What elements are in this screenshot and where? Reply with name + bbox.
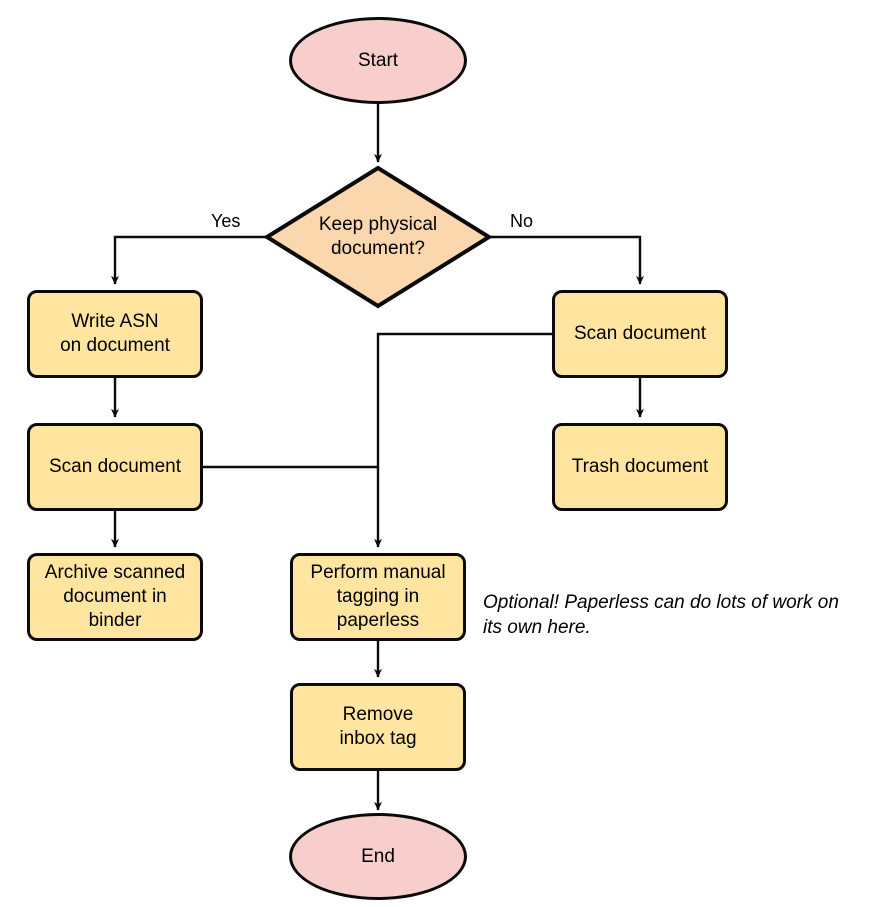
edge-label-yes: Yes bbox=[211, 211, 241, 231]
node-end-label: End bbox=[361, 845, 395, 867]
node-start-label: Start bbox=[357, 49, 399, 71]
edge-decision-yes-to-write-asn bbox=[111, 235, 267, 285]
edge-decision-no-to-scan-right bbox=[489, 235, 644, 285]
node-write-asn[interactable]: Write ASN on document bbox=[27, 290, 203, 378]
node-scan-document-right[interactable]: Scan document bbox=[552, 290, 728, 378]
decision-diamond-shape bbox=[263, 165, 493, 309]
node-archive-document-label: Archive scanned document in binder bbox=[44, 562, 186, 631]
node-scan-document-right-label: Scan document bbox=[573, 323, 707, 344]
node-remove-inbox-tag-label: Remove inbox tag bbox=[339, 704, 417, 749]
edge-label-no: No bbox=[510, 211, 534, 231]
node-scan-document-left-label: Scan document bbox=[48, 456, 182, 477]
edge-scan-right-to-tagging bbox=[374, 332, 552, 548]
node-decision-label: Keep physical document? bbox=[318, 214, 438, 259]
node-manual-tagging-label: Perform manual tagging in paperless bbox=[310, 562, 446, 631]
node-remove-inbox-tag[interactable]: Remove inbox tag bbox=[290, 683, 466, 771]
node-scan-document-left[interactable]: Scan document bbox=[27, 423, 203, 511]
node-trash-document-label: Trash document bbox=[571, 456, 709, 477]
annotation-optional: Optional! Paperless can do lots of work … bbox=[483, 590, 883, 640]
node-start[interactable]: Start bbox=[289, 17, 467, 104]
node-end[interactable]: End bbox=[289, 813, 467, 900]
annotation-line-1: Optional! Paperless can do lots of work … bbox=[483, 592, 839, 613]
node-decision[interactable]: Keep physical document? bbox=[267, 168, 489, 306]
node-write-asn-label: Write ASN on document bbox=[60, 311, 170, 356]
annotation-line-2: its own here. bbox=[483, 617, 591, 638]
node-manual-tagging[interactable]: Perform manual tagging in paperless bbox=[290, 553, 466, 641]
node-trash-document[interactable]: Trash document bbox=[552, 423, 728, 511]
node-archive-document[interactable]: Archive scanned document in binder bbox=[27, 553, 203, 641]
